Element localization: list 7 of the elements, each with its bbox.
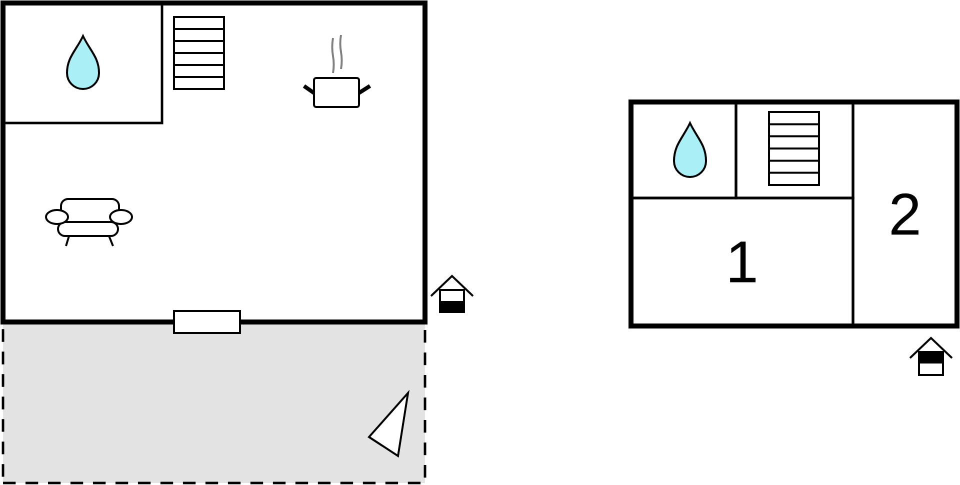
room-outline [734,100,854,200]
room-with-number: 1 [630,196,854,328]
floor-plan-outline [0,0,428,324]
room-outline [630,100,738,200]
room-with-number: 2 [852,100,958,328]
floor-plan-outline [628,99,960,328]
room-outline [2,2,164,124]
